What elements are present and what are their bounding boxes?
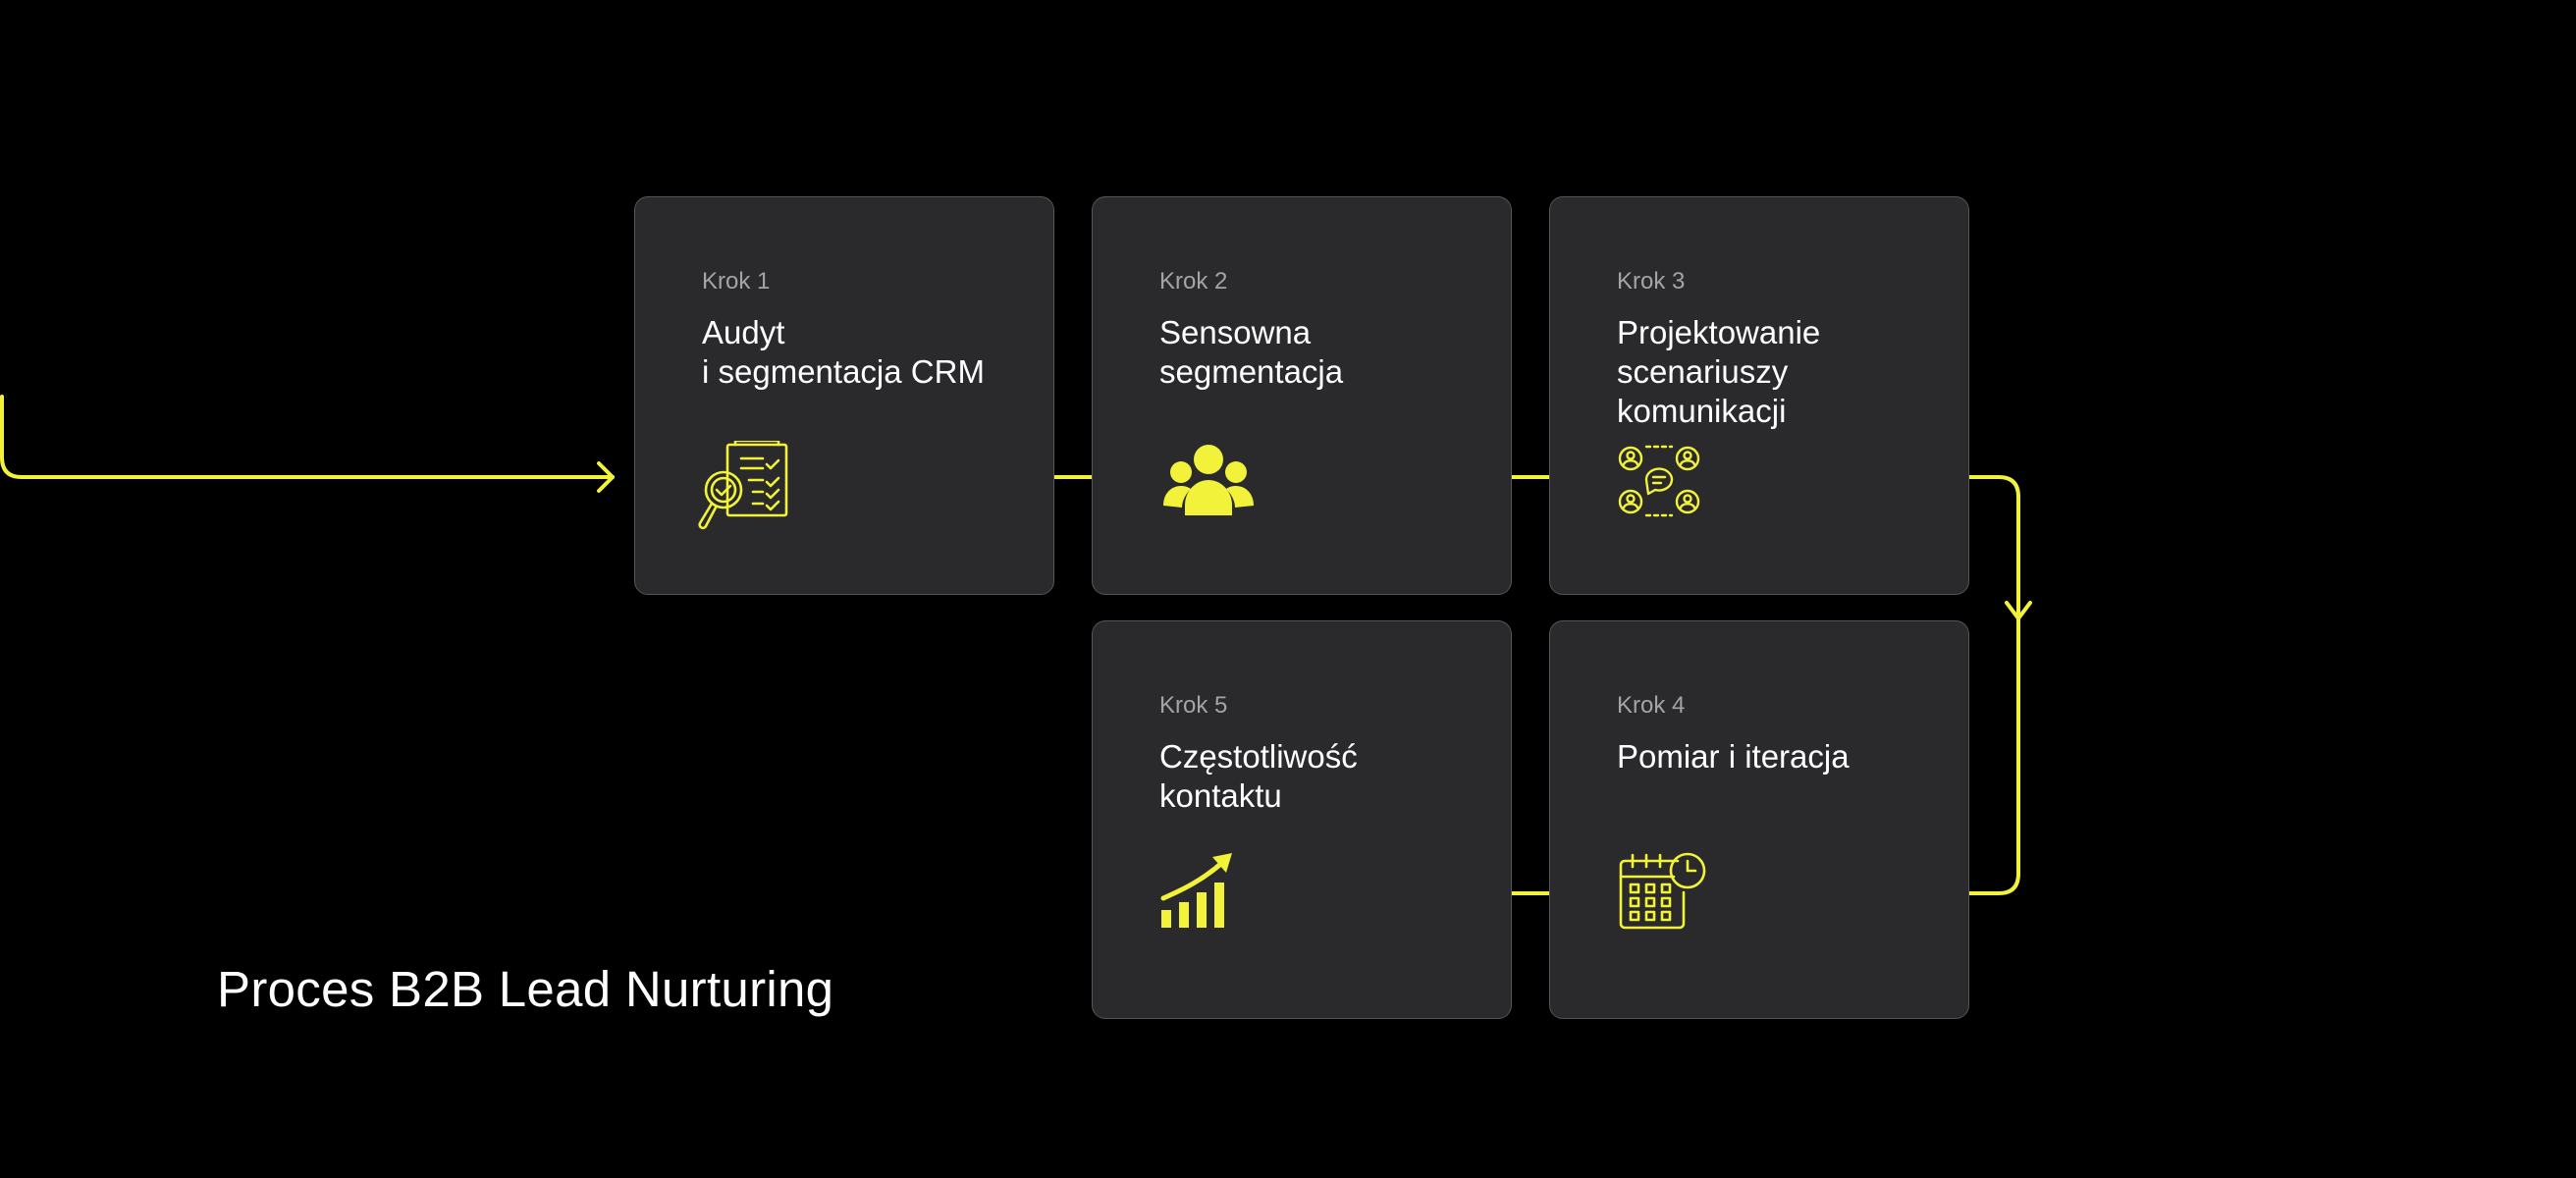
step-card-2: Krok 2 Sensowna segmentacja (1092, 196, 1512, 595)
step-card-4: Krok 4 Pomiar i iteracja (1549, 620, 1969, 1019)
people-group-icon (1161, 443, 1256, 521)
entry-arrow-icon (597, 461, 615, 493)
diagram-title: Proces B2B Lead Nurturing (217, 961, 834, 1017)
step-number: Krok 5 (1159, 692, 1228, 719)
communication-network-icon (1617, 445, 1705, 519)
step-card-3: Krok 3 Projektowanie scenariuszy komunik… (1549, 196, 1969, 595)
step-title: Sensowna segmentacja (1159, 314, 1344, 390)
step-number: Krok 2 (1159, 268, 1228, 294)
step-card-1: Krok 1 Audyt i segmentacja CRM (634, 196, 1054, 595)
step-number: Krok 3 (1617, 268, 1686, 294)
step-number: Krok 4 (1617, 692, 1686, 719)
step-title: Audyt i segmentacja CRM (702, 314, 985, 390)
step-number: Krok 1 (702, 268, 771, 294)
down-arrow-icon (2005, 601, 2032, 620)
step-card-5: Krok 5 Częstotliwość kontaktu (1092, 620, 1512, 1019)
connector-step3-step4 (1967, 475, 2020, 895)
step-title: Pomiar i iteracja (1617, 738, 1850, 775)
calendar-clock-icon (1617, 849, 1711, 932)
document-magnifier-checklist-icon (692, 441, 800, 539)
step-title: Częstotliwość kontaktu (1159, 738, 1358, 814)
growth-chart-icon (1159, 851, 1240, 930)
step-title: Projektowanie scenariuszy komunikacji (1617, 314, 1821, 429)
entry-flow-line (0, 395, 615, 479)
